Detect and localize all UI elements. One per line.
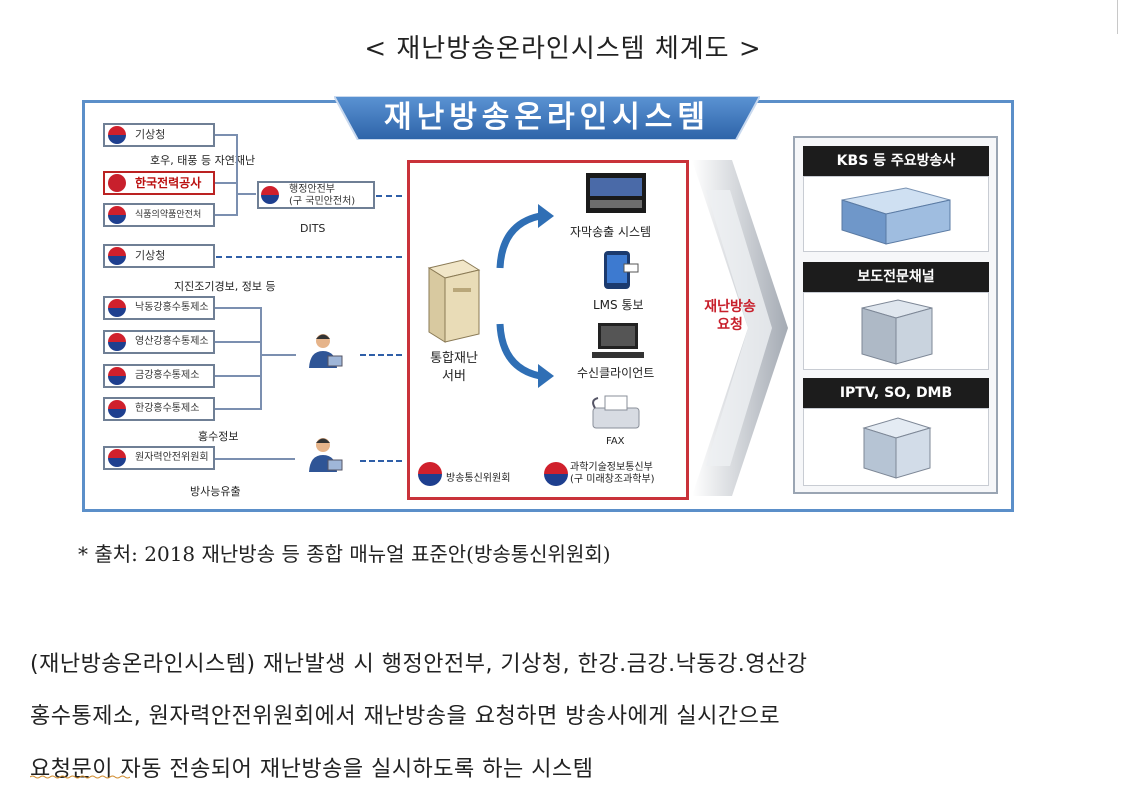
- nssc-caption: 방사능유출: [190, 483, 241, 499]
- server-label: 통합재난 서버: [418, 350, 490, 386]
- building-icon: [852, 296, 942, 366]
- dashed-arrow: [360, 354, 402, 356]
- banner-title: 재난방송온라인시스템: [334, 96, 760, 140]
- government-logo-icon: [108, 367, 126, 385]
- distribution-arrows: [488, 198, 558, 394]
- connector: [215, 134, 237, 136]
- connector: [260, 354, 296, 356]
- description-line-2: 홍수통제소, 원자력안전위원회에서 재난방송을 요청하면 방송사에게 실시간으로: [30, 698, 780, 730]
- output-receiver-client: 수신클라이언트: [577, 364, 654, 381]
- government-logo-icon: [418, 462, 442, 486]
- government-logo-icon: [108, 400, 126, 418]
- connector: [215, 182, 237, 184]
- connector: [236, 193, 256, 195]
- page-edge-mark: [1117, 0, 1118, 34]
- government-logo-icon: [544, 462, 568, 486]
- connector: [215, 458, 295, 460]
- government-logo-icon: [108, 449, 126, 467]
- dest-label-kbs: KBS 등 주요방송사: [803, 146, 989, 176]
- connector: [215, 307, 261, 309]
- connector: [215, 408, 261, 410]
- connector: [215, 375, 261, 377]
- server-icon: [423, 258, 485, 344]
- government-logo-icon: [108, 299, 126, 317]
- page-title: < 재난방송온라인시스템 체계도 >: [0, 28, 1126, 65]
- dits-label: DITS: [300, 222, 325, 235]
- dest-label-news: 보도전문채널: [803, 262, 989, 292]
- dashed-arrow: [216, 256, 402, 258]
- connector: [236, 134, 238, 216]
- building-icon: [858, 414, 936, 480]
- desktop-computer-icon: [590, 322, 646, 360]
- flood-caption: 홍수정보: [198, 428, 238, 444]
- government-logo-icon: [108, 247, 126, 265]
- fax-machine-icon: [590, 394, 642, 430]
- dest-label-iptv: IPTV, SO, DMB: [803, 378, 989, 408]
- government-logo-icon: [108, 126, 126, 144]
- kcc-label: 방송통신위원회: [446, 469, 510, 484]
- output-lms: LMS 통보: [593, 296, 644, 313]
- msit-label: 과학기술정보통신부 (구 미래창조과학부): [570, 462, 655, 486]
- description-line-1: (재난방송온라인시스템) 재난발생 시 행정안전부, 기상청, 한강.금강.낙동…: [30, 646, 808, 678]
- spellcheck-underline: [30, 775, 130, 779]
- group1-caption: 호우, 태풍 등 자연재난: [150, 152, 255, 168]
- dashed-arrow: [376, 195, 402, 197]
- source-footnote: * 출처: 2018 재난방송 등 종합 매뉴얼 표준안(방송통신위원회): [78, 538, 611, 567]
- government-logo-icon: [108, 333, 126, 351]
- connector: [215, 341, 261, 343]
- kma-quake-caption: 지진조기경보, 정보 등: [174, 278, 276, 294]
- dashed-arrow: [360, 460, 402, 462]
- caption-system-icon: [585, 172, 647, 214]
- operator-icon: [306, 332, 344, 372]
- government-logo-icon: [261, 186, 279, 204]
- government-logo-icon: [108, 206, 126, 224]
- building-icon: [836, 182, 956, 246]
- broadcast-request-label: 재난방송 요청: [690, 298, 770, 334]
- output-fax: FAX: [606, 436, 625, 447]
- connector: [215, 214, 237, 216]
- output-caption-system: 자막송출 시스템: [570, 223, 651, 240]
- kepco-logo-icon: [108, 174, 126, 192]
- operator-icon: [306, 436, 344, 476]
- mobile-phone-icon: [602, 250, 640, 290]
- connector: [260, 307, 262, 410]
